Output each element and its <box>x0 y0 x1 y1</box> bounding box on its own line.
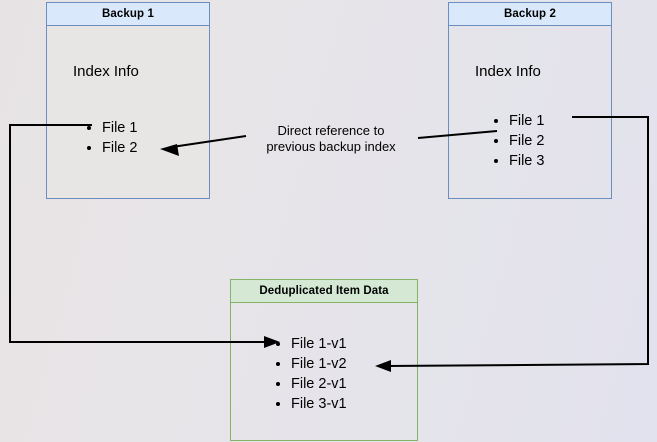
backup-2-title: Backup 2 <box>449 3 611 26</box>
direct-reference-line-1: Direct reference to <box>277 123 385 138</box>
backup-2-body: Index Info File 1 File 2 File 3 <box>449 26 611 198</box>
backup-1-body: Index Info File 1 File 2 <box>47 26 209 198</box>
backup-2-box: Backup 2 Index Info File 1 File 2 File 3 <box>448 2 612 199</box>
list-item: File 1 <box>102 118 137 138</box>
list-item: File 2-v1 <box>291 374 347 394</box>
deduplicated-file-list: File 1-v1 File 1-v2 File 2-v1 File 3-v1 <box>276 334 347 414</box>
list-item: File 1-v2 <box>291 354 347 374</box>
list-item: File 3 <box>509 151 544 171</box>
backup-1-title: Backup 1 <box>47 3 209 26</box>
list-item: File 3-v1 <box>291 394 347 414</box>
list-item: File 1 <box>509 111 544 131</box>
list-item: File 2 <box>509 131 544 151</box>
direct-reference-annotation: Direct reference to previous backup inde… <box>248 123 414 155</box>
direct-reference-line-2: previous backup index <box>266 139 396 154</box>
deduplicated-item-data-body: File 1-v1 File 1-v2 File 2-v1 File 3-v1 <box>231 303 417 440</box>
list-item: File 1-v1 <box>291 334 347 354</box>
backup-2-file-list: File 1 File 2 File 3 <box>494 111 544 171</box>
backup-1-index-info-label: Index Info <box>73 63 139 80</box>
backup-1-box: Backup 1 Index Info File 1 File 2 <box>46 2 210 199</box>
backup-2-index-info-label: Index Info <box>475 63 541 80</box>
backup-1-file-list: File 1 File 2 <box>87 118 137 158</box>
deduplicated-item-data-box: Deduplicated Item Data File 1-v1 File 1-… <box>230 279 418 441</box>
deduplicated-item-data-title: Deduplicated Item Data <box>231 280 417 303</box>
list-item: File 2 <box>102 138 137 158</box>
